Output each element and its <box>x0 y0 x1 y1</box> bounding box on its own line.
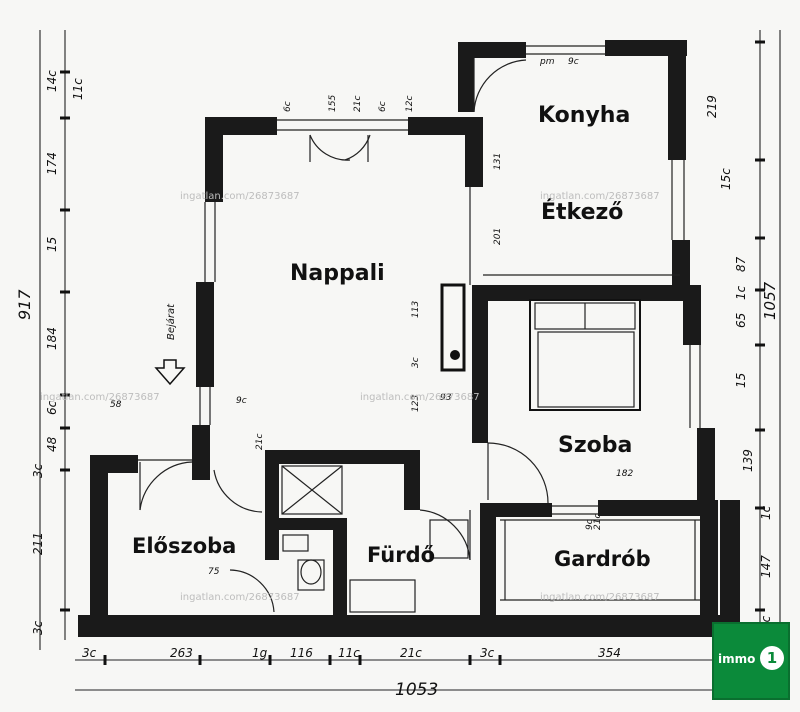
dim-inner-12: 9c <box>585 519 595 530</box>
watermark-6: ingatlan.com/26873687 <box>540 592 660 603</box>
dim-left-6: 6c <box>45 400 59 415</box>
openings <box>138 45 701 613</box>
dim-right-2: 15c <box>719 168 733 190</box>
watermark-2: ingatlan.com/26873687 <box>540 191 660 202</box>
watermark-1: ingatlan.com/26873687 <box>180 191 300 202</box>
bottom-dimension-labels: 3c 263 1g 116 11c 21c 3c 354 1053 <box>82 646 621 700</box>
dim-left-5: 184 <box>45 327 59 350</box>
inner-dimension-labels: 131 201 113 3c 123 93 58 9c 21c 75 182 9… <box>110 153 633 577</box>
dim-inner-10: 75 <box>208 567 220 577</box>
room-nappali: Nappali <box>290 261 385 286</box>
dim-inner-11: 182 <box>616 469 633 479</box>
dim-left-3: 174 <box>45 152 59 175</box>
dim-right-total: 1057 <box>761 281 779 320</box>
room-gardrob: Gardrób <box>554 547 651 571</box>
dim-top-1: 6c <box>283 101 293 112</box>
dim-inner-9: 21c <box>255 434 265 450</box>
dim-right-4: 1c <box>734 285 748 300</box>
dim-right-6: 15 <box>734 373 748 388</box>
immo-logo: immo 1 <box>712 622 790 700</box>
dim-left-8: 3c <box>31 463 45 478</box>
dim-inner-4: 3c <box>411 357 421 368</box>
dim-bottom-4: 116 <box>290 646 313 660</box>
dim-left-4: 15 <box>45 237 59 252</box>
top-window-dimension-labels: 6c 155 21c 6c 12c pm 9c <box>283 57 579 112</box>
dim-top-2: 155 <box>328 95 338 112</box>
dim-left-9: 211 <box>31 532 45 555</box>
dim-left-1: 14c <box>45 70 59 92</box>
dim-left-2: 11c <box>71 78 85 100</box>
room-labels: Konyha Étkező Nappali Szoba Előszoba Für… <box>132 103 651 571</box>
dim-top-5: 12c <box>405 96 415 112</box>
dim-right-8: 1c <box>759 505 773 520</box>
room-szoba: Szoba <box>558 433 632 458</box>
dim-right-5: 65 <box>734 313 748 328</box>
watermark-3: ingatlan.com/26873687 <box>40 392 160 403</box>
logo-text: immo <box>718 652 756 666</box>
dim-right-9: 147 <box>759 555 773 578</box>
dim-bottom-5: 11c <box>338 646 360 660</box>
dim-total-width: 1053 <box>395 680 438 700</box>
walls <box>78 40 740 637</box>
dim-inner-8: 9c <box>236 396 247 406</box>
dim-left-7: 48 <box>45 436 59 452</box>
dim-inner-3: 113 <box>411 301 421 318</box>
dim-inner-13: 21c <box>593 514 603 530</box>
room-eloszoba: Előszoba <box>132 534 236 558</box>
dim-left-10: 3c <box>31 620 45 635</box>
dim-bottom-8: 354 <box>598 646 621 660</box>
logo-mark: 1 <box>760 646 784 670</box>
dim-left-total: 917 <box>15 289 34 320</box>
left-dimension-labels: 14c 11c 174 15 184 6c 48 3c 211 3c 917 <box>15 70 85 635</box>
dim-right-7: 139 <box>741 449 755 472</box>
watermark-4: ingatlan.com/26873687 <box>360 392 480 403</box>
watermark-5: ingatlan.com/26873687 <box>180 592 300 603</box>
dim-inner-2: 201 <box>493 228 503 245</box>
watermarks: ingatlan.com/26873687 ingatlan.com/26873… <box>40 191 660 603</box>
room-etkezo: Étkező <box>541 199 623 225</box>
dim-top-4: 6c <box>378 101 388 112</box>
dim-right-3: 87 <box>734 256 748 272</box>
dim-inner-7: 58 <box>110 400 122 410</box>
dim-konyha-1: pm <box>539 57 555 67</box>
dim-top-3: 21c <box>353 96 363 112</box>
dim-bottom-3: 1g <box>252 646 268 660</box>
dim-inner-1: 131 <box>493 153 503 170</box>
entrance-label: Bejárat <box>165 303 177 340</box>
room-furdo: Fürdő <box>367 543 435 567</box>
dim-inner-6: 93 <box>440 393 452 403</box>
dimension-lines <box>39 30 781 691</box>
room-konyha: Konyha <box>538 103 630 128</box>
entrance-arrow-icon <box>154 359 186 386</box>
dim-bottom-2: 263 <box>170 646 193 660</box>
dim-bottom-7: 3c <box>480 646 495 660</box>
dim-right-1: 219 <box>705 95 719 118</box>
dim-inner-5: 123 <box>411 395 421 412</box>
dim-bottom-6: 21c <box>400 646 422 660</box>
dim-konyha-2: 9c <box>568 57 579 67</box>
dim-bottom-1: 3c <box>82 646 97 660</box>
